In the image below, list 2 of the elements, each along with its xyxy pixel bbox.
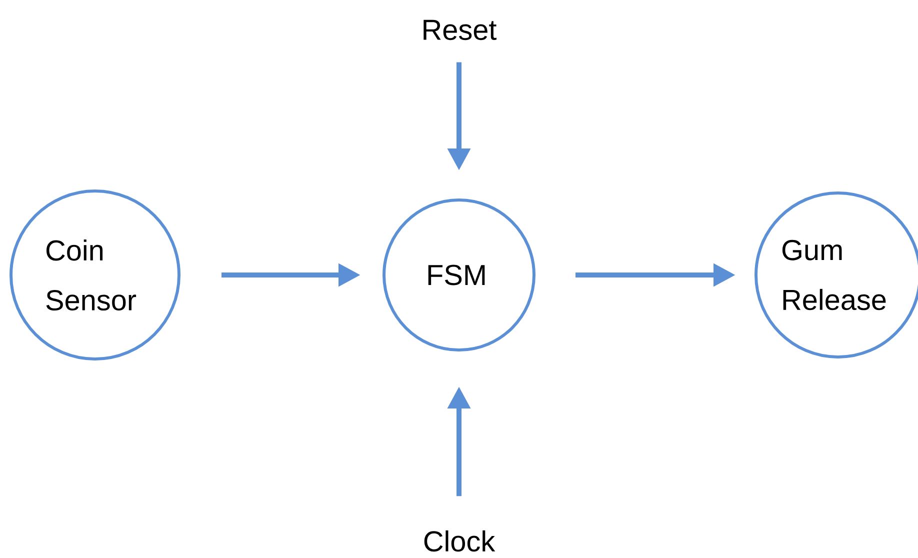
input-label: Reset	[424, 20, 497, 40]
input-label: Clock	[424, 530, 496, 552]
